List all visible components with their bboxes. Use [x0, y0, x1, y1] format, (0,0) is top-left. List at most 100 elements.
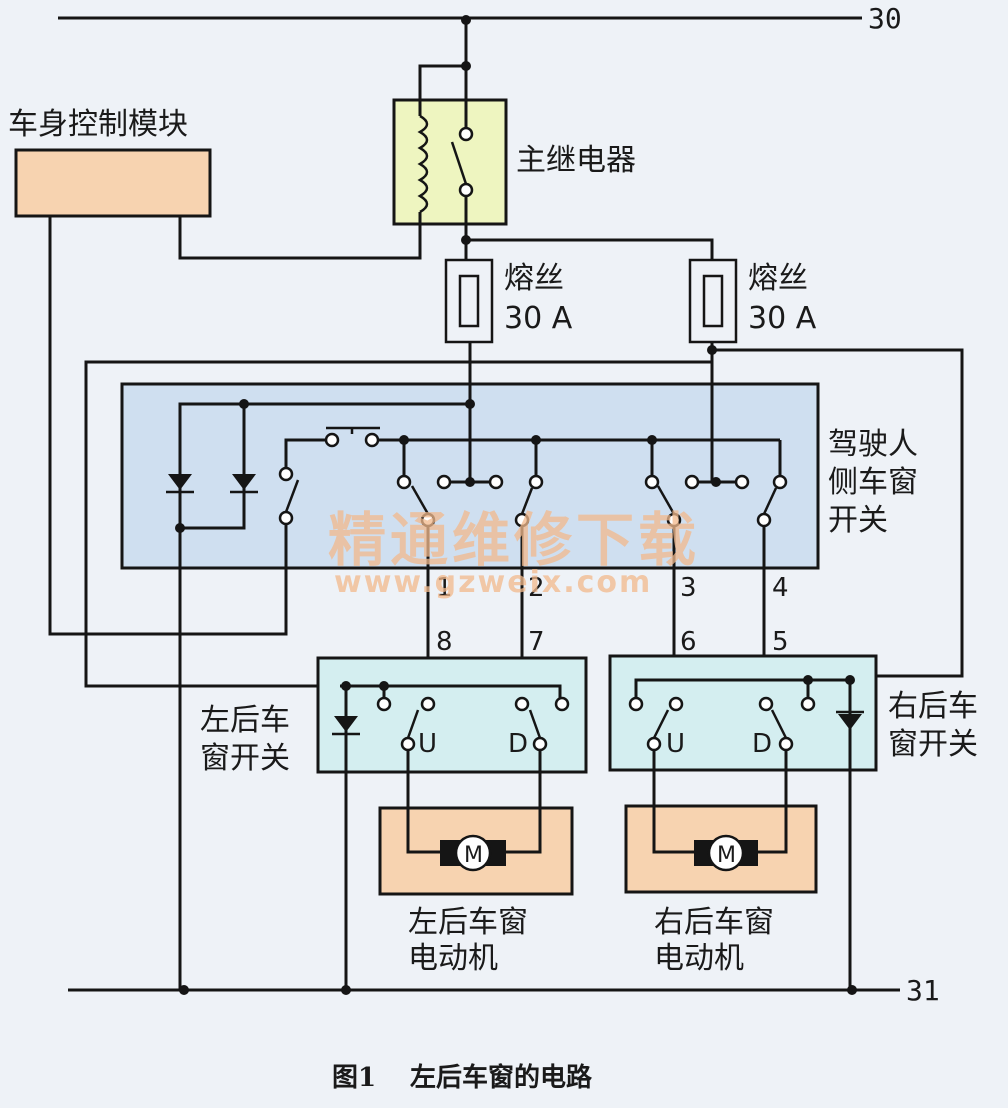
switch-terminal [532, 736, 548, 752]
junction-dot [465, 477, 475, 487]
fuse-1-label: 熔丝 [504, 261, 564, 296]
wire-lr-bus [340, 684, 562, 698]
wire-lr-motor-left [406, 750, 440, 854]
wire-lockout-bcm [48, 216, 288, 636]
lr-up-label: U [418, 729, 437, 759]
diode-icon [230, 474, 258, 494]
rr-up-label: U [666, 729, 685, 759]
switch-terminal [488, 474, 504, 490]
wire-rr-motor-right [758, 750, 788, 854]
driver-switch-label-1: 驾驶人 [828, 427, 918, 462]
wire-lockout-top [284, 438, 328, 468]
left-rear-motor-label-2: 电动机 [408, 941, 498, 976]
fuse-1-box [444, 258, 494, 344]
lockout-terminal-bottom [278, 510, 294, 526]
pin-2-label: 2 [528, 573, 545, 603]
left-rear-switch-label-1: 左后车 [200, 703, 290, 738]
wire-relay-coil-bottom [178, 212, 422, 260]
switch-terminal [772, 474, 788, 490]
fuse-2-element [702, 274, 724, 328]
left-rear-motor-label-1: 左后车窗 [408, 905, 528, 940]
junction-dot [175, 523, 185, 533]
relay-switch-blade [450, 141, 468, 185]
switch-blade [652, 709, 670, 739]
switch-terminal [436, 474, 452, 490]
switch-terminal [646, 736, 662, 752]
right-rear-motor-label-2: 电动机 [654, 941, 744, 976]
switch-terminal [778, 736, 794, 752]
switch-blade [520, 487, 534, 515]
switch-terminal [644, 474, 660, 490]
pin-5-label: 5 [772, 627, 789, 657]
fuse-1-rating: 30 A [504, 301, 573, 336]
left-rear-switch-box [316, 656, 588, 774]
right-rear-motor-icon: M [694, 834, 758, 872]
switch-terminal [396, 474, 412, 490]
switch-terminal [400, 736, 416, 752]
fuse-1-element [458, 274, 480, 328]
fuse-2-rating: 30 A [748, 301, 817, 336]
lockout-blade [284, 479, 300, 513]
fuse-2-box [688, 258, 738, 344]
junction-dot [179, 985, 189, 995]
motor-symbol: M [717, 843, 736, 868]
figure-title: 左后车窗的电路 [410, 1062, 593, 1093]
figure-number: 图1 [332, 1063, 376, 1093]
wire-rr-bus [634, 678, 850, 698]
main-relay-label: 主继电器 [516, 143, 636, 178]
motor-symbol: M [464, 843, 483, 868]
relay-contact-top [458, 126, 474, 142]
window-lock-contact-right [364, 432, 380, 448]
switch-terminal [420, 696, 436, 712]
switch-blade [406, 709, 420, 739]
body-control-module-box [14, 148, 212, 218]
pin-7-label: 7 [528, 627, 545, 657]
switch-terminal [554, 696, 570, 712]
watermark-chinese: 精通维修下载 [328, 506, 700, 574]
rr-down-label: D [752, 729, 772, 759]
wire-diode-feed [178, 402, 470, 620]
relay-contact-bottom [458, 182, 474, 198]
junction-dot [847, 985, 857, 995]
switch-terminal [376, 696, 392, 712]
switch-terminal [734, 474, 750, 490]
right-rear-switch-label-1: 右后车 [888, 689, 978, 724]
watermark-url: www.gzweix.com [334, 565, 652, 600]
wire-diode2 [180, 404, 246, 530]
lockout-terminal-top [278, 466, 294, 482]
switch-terminal [756, 512, 772, 528]
wire-fuse2-outer-loop [712, 348, 964, 678]
pin-8-label: 8 [436, 627, 453, 657]
switch-blade [410, 485, 430, 515]
switch-terminal [528, 474, 544, 490]
diode-icon [166, 474, 194, 494]
left-rear-switch-label-2: 窗开关 [200, 741, 290, 776]
pin-6-label: 6 [680, 627, 697, 657]
pin-1-label: 1 [436, 573, 453, 603]
pin-4-label: 4 [772, 573, 789, 603]
wire-relay-to-fuse2 [466, 238, 714, 260]
switch-terminal [668, 696, 684, 712]
wire-lr-motor-right [506, 750, 542, 854]
junction-dot [341, 985, 351, 995]
bus-31-label: 31 [906, 974, 940, 1007]
driver-switch-label-2: 侧车窗 [828, 465, 918, 500]
switch-blade [762, 487, 778, 515]
switch-terminal [758, 696, 774, 712]
left-rear-motor-icon: M [440, 834, 506, 872]
fuse-2-label: 熔丝 [748, 261, 808, 296]
driver-switch-label-3: 开关 [828, 503, 888, 538]
wire-rr-motor-left [652, 750, 694, 854]
bus-30-label: 30 [868, 2, 902, 35]
wire-relay-coil-top [418, 64, 466, 116]
junction-dot [461, 61, 471, 71]
switch-terminal [800, 696, 816, 712]
right-rear-motor-label-1: 右后车窗 [654, 905, 774, 940]
junction-dot [461, 15, 471, 25]
main-relay-box [392, 98, 508, 226]
switch-blade [528, 709, 542, 739]
switch-terminal [684, 474, 700, 490]
switch-blade [770, 709, 788, 739]
